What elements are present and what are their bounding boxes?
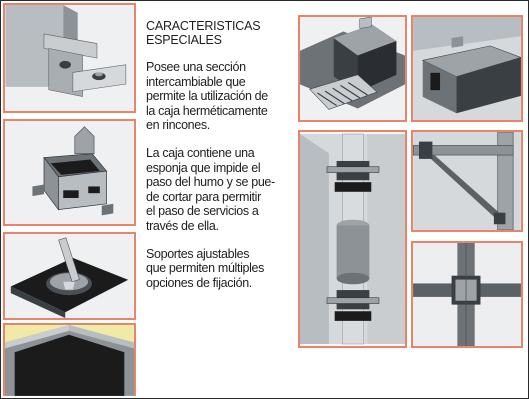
text-line: través de ella. <box>146 218 219 233</box>
text-line: la caja herméticamente <box>146 103 268 118</box>
hermetic-box-image <box>5 121 134 224</box>
angle-bracket-image <box>5 5 134 111</box>
box-wall-illustration <box>411 15 523 122</box>
paragraph-supports: Soportes ajustables que permiten múltipl… <box>146 247 294 291</box>
heading-line-1: CARACTERISTICAS <box>146 19 261 33</box>
text-line: La caja contiene una <box>146 145 255 160</box>
vertical-pipe-supports-image <box>300 133 405 345</box>
bracket-illustration <box>3 3 136 113</box>
text-line: Posee una sección <box>146 60 246 74</box>
cross-mount-image <box>413 243 521 346</box>
paragraph-interchangeable: Posee una sección intercambiable que per… <box>146 60 294 133</box>
section-heading: CARACTERISTICAS ESPECIALES <box>146 19 294 47</box>
cross-support-illustration <box>411 241 523 348</box>
text-line: paso del humo y se pue- <box>146 175 275 190</box>
features-text: CARACTERISTICAS ESPECIALES Posee una sec… <box>146 19 294 303</box>
corner-illustration <box>3 323 136 396</box>
cable-tray-box-image <box>300 17 405 120</box>
paragraph-sponge: La caja contiene una esponja que impide … <box>146 146 294 234</box>
box-in-wall-image <box>413 17 521 120</box>
corner-mount-image <box>5 325 134 396</box>
diagonal-bracket-image <box>413 132 521 230</box>
text-line: intercambiable que <box>146 74 246 89</box>
box-illustration <box>3 119 136 226</box>
sponge-illustration <box>3 232 136 320</box>
text-line: esponja que impide el <box>146 160 261 175</box>
diagonal-support-illustration <box>411 130 523 232</box>
wall-pipe-illustration <box>298 130 407 348</box>
text-line: en rincones. <box>146 118 210 133</box>
text-line: el paso de servicios a <box>146 204 259 219</box>
text-line: que permiten múltiples <box>146 261 265 276</box>
text-line: opciones de fijación. <box>146 275 252 290</box>
text-line: de cortar para permitir <box>146 189 261 204</box>
cable-tray-illustration <box>298 15 407 122</box>
text-line: Soportes ajustables <box>146 246 250 261</box>
sponge-cut-image <box>6 234 133 318</box>
heading-line-2: ESPECIALES <box>146 33 222 47</box>
text-line: permite la utilización de <box>146 89 268 104</box>
